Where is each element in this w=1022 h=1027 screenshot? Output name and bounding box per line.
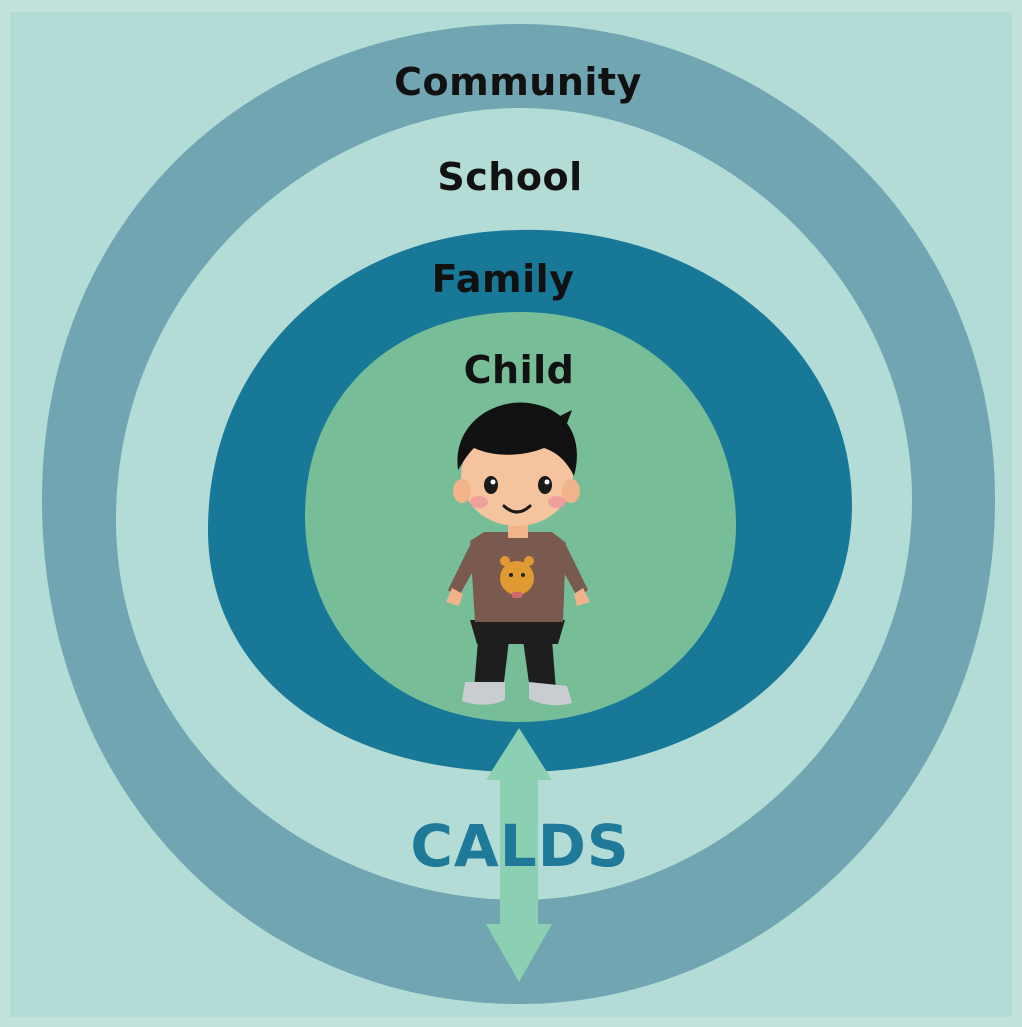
child-label: Child xyxy=(463,348,575,392)
child-illustration-icon xyxy=(446,402,590,706)
community-label: Community xyxy=(394,60,642,104)
school-label: School xyxy=(437,155,583,199)
family-label: Family xyxy=(431,257,575,301)
double-arrow-icon xyxy=(486,728,552,982)
calds-label: CALDS xyxy=(410,812,630,880)
